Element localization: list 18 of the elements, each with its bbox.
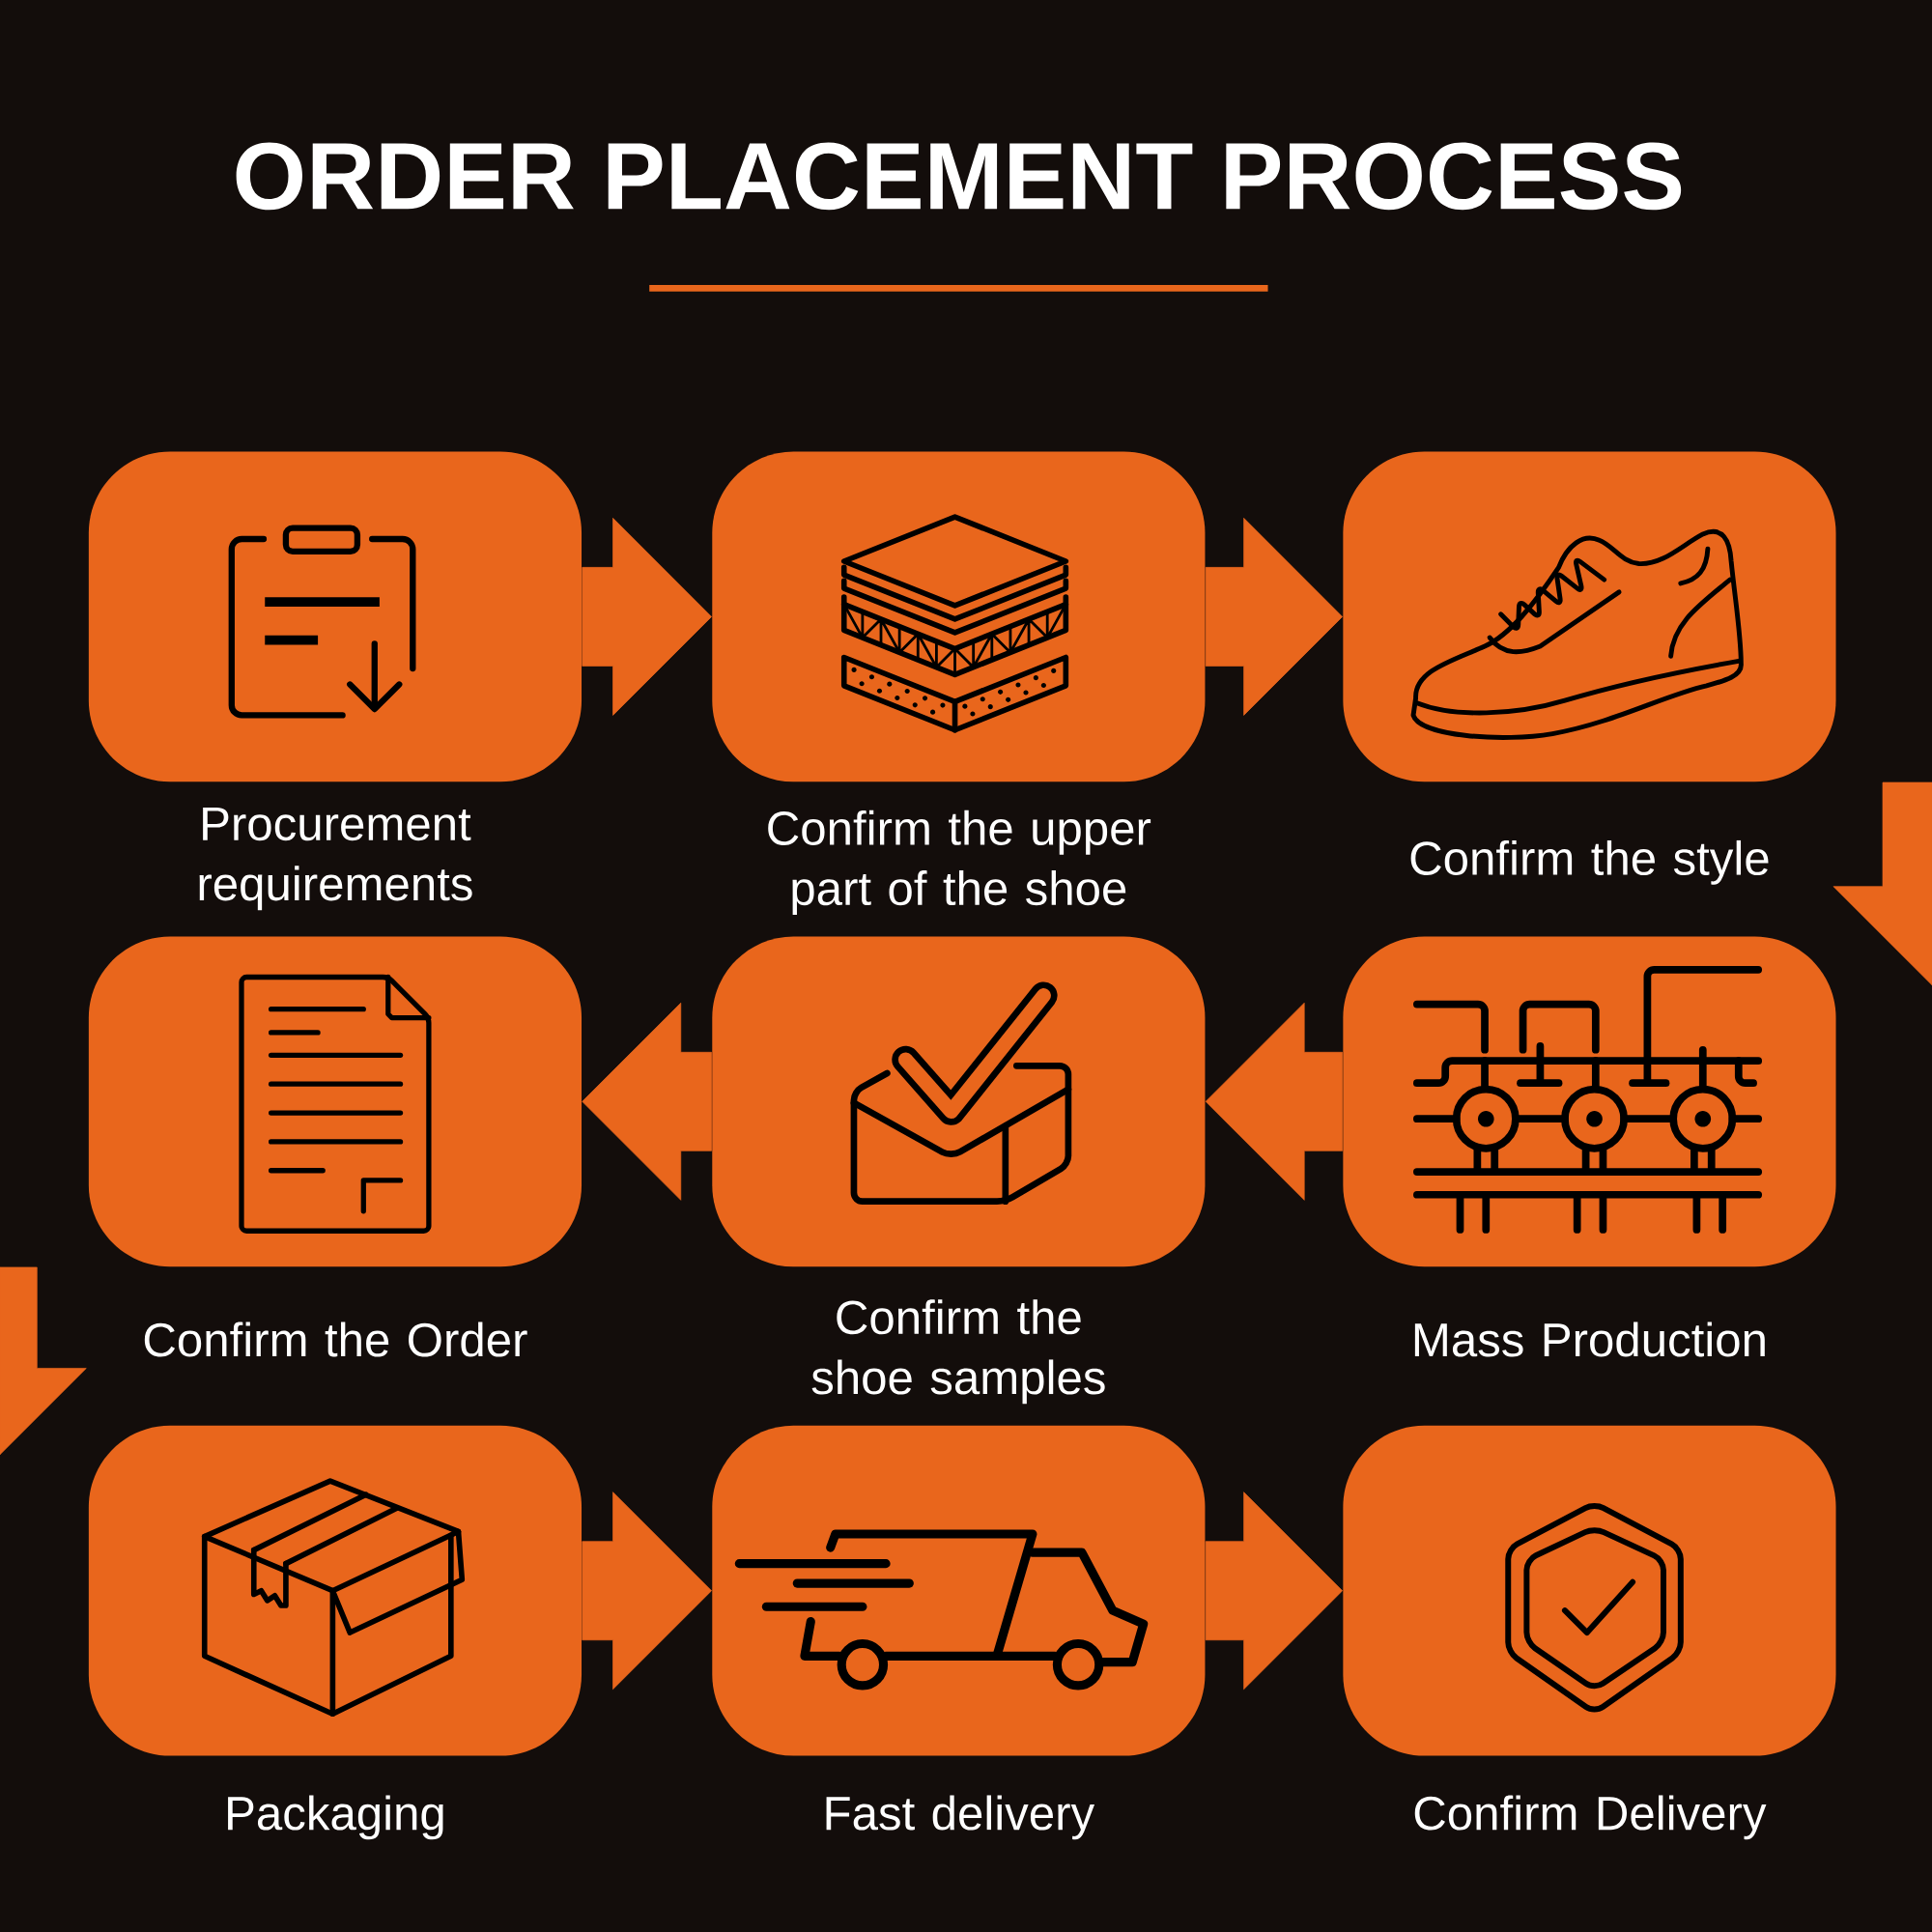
step-label: Confirm the shoe samples	[811, 1299, 1105, 1405]
arrow	[582, 518, 712, 716]
arrow	[1205, 1002, 1343, 1201]
step-label: Fast delivery	[826, 1795, 1095, 1840]
arrow	[582, 1002, 712, 1201]
arrow	[1205, 518, 1343, 716]
arrow	[582, 1492, 712, 1690]
arrow	[1833, 781, 1932, 986]
step-label: Confirm the style	[1410, 839, 1769, 885]
arrow	[1205, 1492, 1343, 1690]
title: ORDER PLACEMENT PROCESS	[236, 142, 1682, 211]
step-label: Procurement requirements	[199, 807, 472, 911]
step-label: Confirm the Order	[144, 1321, 527, 1357]
step-label: Confirm Delivery	[1414, 1795, 1767, 1840]
arrow	[0, 1266, 87, 1456]
step-label: Packaging	[228, 1795, 443, 1840]
step-label: Confirm the upper part of the shoe	[768, 810, 1151, 915]
step-label: Mass Production	[1414, 1321, 1765, 1357]
